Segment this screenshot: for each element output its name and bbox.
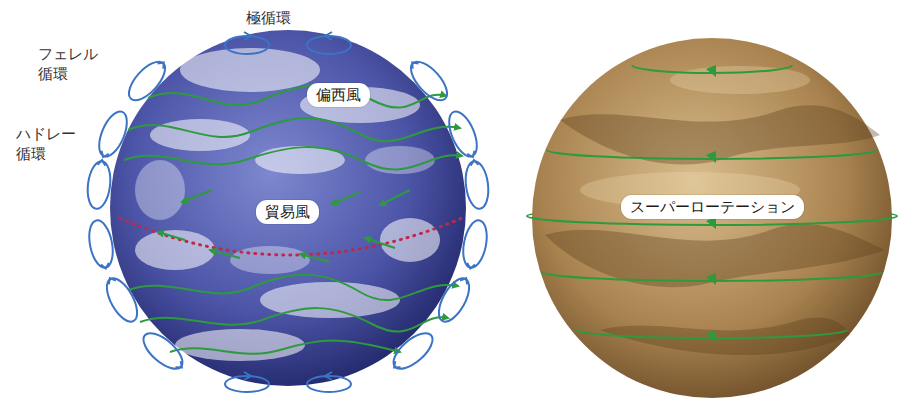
cell-label: 極循環 bbox=[246, 8, 291, 28]
wind-arrows bbox=[124, 85, 462, 354]
box-text: 貿易風 bbox=[265, 202, 310, 222]
box-text: スーパーローテーション bbox=[630, 197, 795, 217]
wind-label-box: 貿易風 bbox=[256, 200, 319, 224]
wind-label-box: スーパーローテーション bbox=[621, 195, 804, 219]
cell-label: ハドレー 循環 bbox=[16, 124, 85, 164]
earth-globe bbox=[110, 30, 466, 386]
venus-wind-rings-front bbox=[527, 65, 897, 338]
venus-globe bbox=[532, 38, 892, 398]
circulation-cells bbox=[85, 32, 491, 392]
cell-label: フェレル 循環 bbox=[38, 44, 104, 84]
box-text: 偏西風 bbox=[316, 85, 361, 105]
wind-label-box: 偏西風 bbox=[307, 83, 370, 107]
